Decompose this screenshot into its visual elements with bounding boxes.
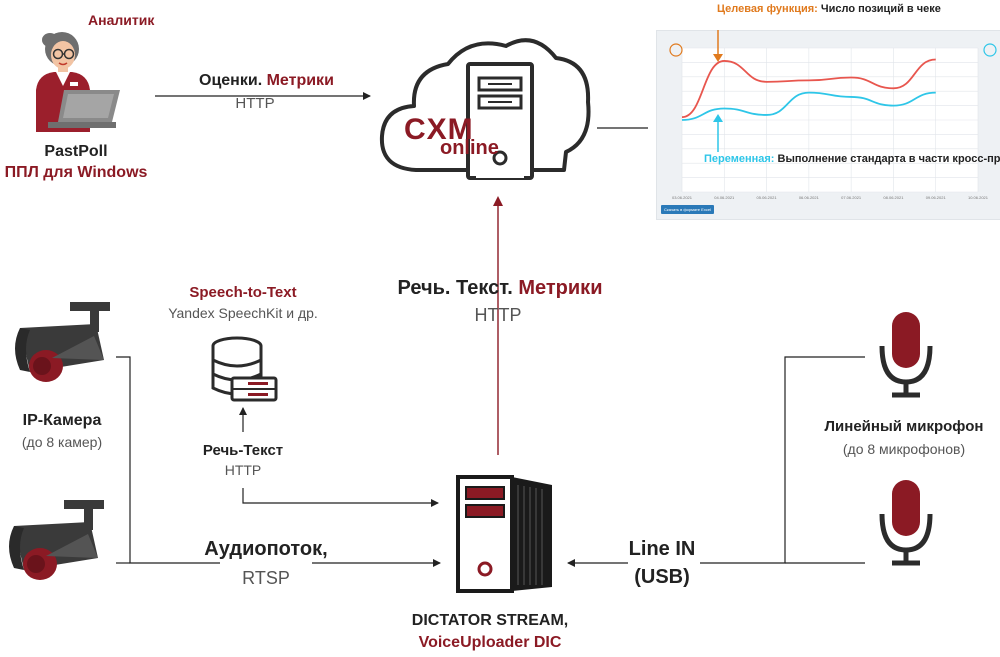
- mic-bus-line: [700, 356, 865, 564]
- chart-target-label: Целевая функция:: [717, 3, 818, 15]
- cloud-logo-main: CXM: [404, 113, 474, 146]
- top-link-protocol: HTTP: [235, 95, 275, 112]
- cloud-logo-sub: online: [440, 137, 499, 159]
- chart-variable-marker-icon: [983, 43, 997, 57]
- microphone-icon-2: [879, 480, 933, 566]
- database-icon: [211, 336, 278, 402]
- line-in-sub: (USB): [634, 566, 690, 588]
- chart-variable-value: Выполнение стандарта в части кросс-прода…: [777, 153, 1000, 165]
- audio-link-protocol: RTSP: [242, 568, 290, 588]
- speech-link-protocol: HTTP: [224, 462, 262, 478]
- upload-link-protocol: HTTP: [474, 305, 522, 325]
- microphone-title: Линейный микрофон: [824, 418, 984, 435]
- speech-service-title: Speech-to-Text: [189, 284, 297, 301]
- chart-target-annotation: Целевая функция: Число позиций в чеке: [717, 3, 941, 16]
- chart-series-line-1: [681, 58, 936, 119]
- line-in-label: Line IN: [628, 538, 696, 560]
- chart-x-tick-label: 05.06.2021: [757, 195, 778, 200]
- dictator-device-icon: [456, 475, 552, 593]
- chart-variable-arrowhead: [713, 114, 723, 122]
- analyst-subtitle: ППЛ для Windows: [4, 164, 148, 181]
- chart-x-tick-label: 03.06.2021: [672, 195, 693, 200]
- speech-link-label: Речь-Текст: [202, 442, 284, 459]
- microphone-subtitle: (до 8 микрофонов): [842, 441, 966, 457]
- chart-target-value: Число позиций в чеке: [820, 3, 941, 15]
- chart-variable-annotation: Переменная: Выполнение стандарта в части…: [704, 153, 1000, 166]
- cloud-server-icon: [379, 38, 591, 180]
- upload-link-label-plain: Речь. Текст.: [397, 277, 513, 299]
- upload-link-label: Речь. Текст. Метрики: [398, 277, 603, 300]
- line-chart: 03.06.2021 04.06.2021 05.06.2021 06.06.2021…: [669, 30, 997, 200]
- chart-target-arrowhead: [713, 54, 723, 62]
- microphone-icon: [879, 312, 933, 398]
- analyst-icon: [36, 32, 120, 132]
- analyst-name: PastPoll: [44, 143, 108, 160]
- speech-device-line: [242, 488, 439, 507]
- chart-x-tick-label: 06.06.2021: [799, 195, 820, 200]
- camera-subtitle: (до 8 камер): [21, 434, 103, 450]
- device-name: DICTATOR STREAM,: [411, 612, 569, 629]
- device-model: VoiceUploader DIC: [418, 634, 562, 651]
- chart-x-tick-label: 08.06.2021: [883, 195, 904, 200]
- audio-link-label: Аудиопоток,: [204, 538, 328, 560]
- camera-bus-line: [116, 356, 220, 564]
- top-link-label: Оценки. Метрики: [199, 72, 334, 90]
- chart-series-line-2: [681, 91, 936, 121]
- camera-title: IP-Камера: [22, 412, 102, 429]
- chart-export-button[interactable]: Скачать в формате Excel: [661, 205, 714, 214]
- chart-x-tick-label: 04.06.2021: [714, 195, 735, 200]
- top-link-label-accent: Метрики: [266, 72, 334, 89]
- chart-target-marker-icon: [669, 43, 683, 57]
- chart-x-tick-label: 09.06.2021: [926, 195, 947, 200]
- analyst-role: Аналитик: [88, 12, 155, 28]
- chart-x-tick-label: 07.06.2021: [841, 195, 862, 200]
- speech-service-subtitle: Yandex SpeechKit и др.: [168, 305, 318, 321]
- chart-variable-label: Переменная:: [704, 153, 775, 165]
- top-link-label-plain: Оценки.: [199, 72, 263, 89]
- ip-camera-icon-2: [9, 500, 104, 580]
- ip-camera-icon: [15, 302, 110, 382]
- chart-x-tick-label: 10.06.2021: [968, 195, 989, 200]
- upload-link-label-accent: Метрики: [518, 277, 603, 299]
